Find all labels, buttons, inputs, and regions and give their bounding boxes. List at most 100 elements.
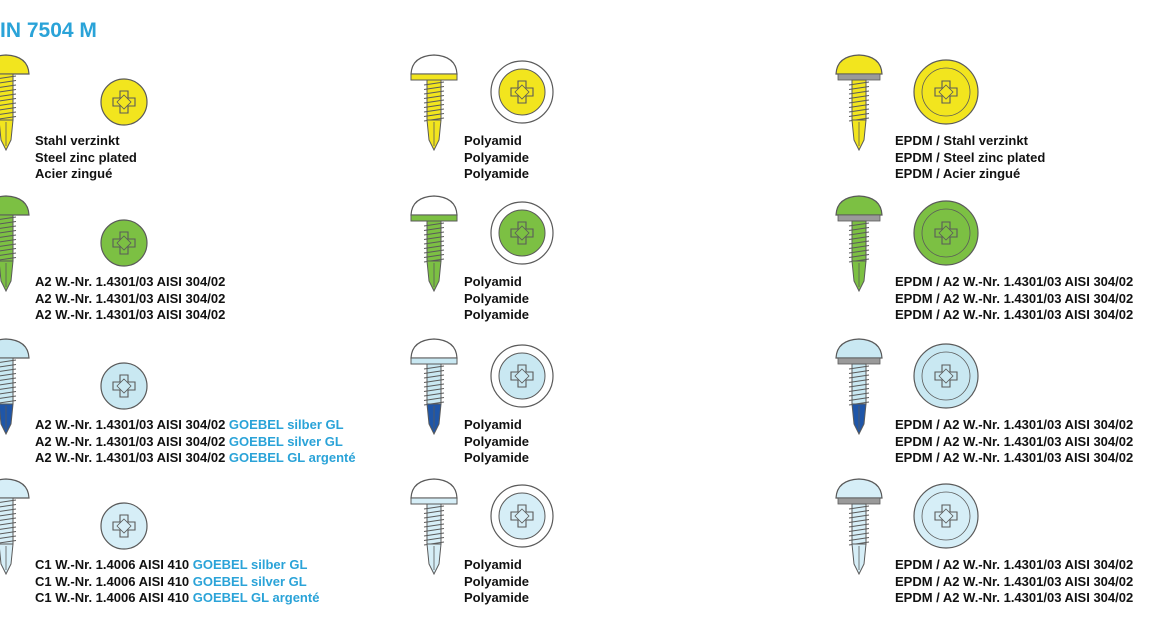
thread-line	[423, 514, 445, 519]
screw-head-band	[410, 357, 458, 365]
caption-line: A2 W.-Nr. 1.4301/03 AISI 304/02 GOEBEL s…	[35, 417, 356, 434]
thread-line	[423, 370, 445, 374]
thread-line	[0, 364, 17, 368]
screw-head-view	[913, 59, 979, 125]
thread-line	[423, 519, 445, 523]
caption-line: Polyamide	[464, 590, 529, 607]
epdm-washer	[837, 73, 881, 81]
caption-line: A2 W.-Nr. 1.4301/03 AISI 304/02 GOEBEL G…	[35, 450, 356, 467]
thread-line	[848, 388, 870, 392]
drill-tip	[0, 260, 14, 293]
screw-head-view	[100, 219, 148, 267]
recess-center	[514, 225, 530, 241]
thread-line	[0, 257, 17, 261]
cross-recess	[112, 231, 136, 255]
thread-line	[423, 81, 445, 86]
cross-recess	[510, 364, 534, 388]
thread-line	[423, 104, 445, 108]
caption-line: Polyamide	[464, 291, 529, 308]
thread-line	[423, 537, 445, 541]
thread-line	[848, 365, 870, 370]
thread-line	[0, 84, 17, 88]
thread-line	[848, 104, 870, 108]
material-text: Polyamide	[464, 450, 530, 465]
thread-line	[423, 365, 445, 370]
thread-line	[0, 230, 17, 234]
thread-line	[423, 113, 445, 117]
material-text: Steel zinc plated	[35, 149, 137, 165]
screw-head-view	[913, 343, 979, 409]
thread-line	[848, 95, 870, 99]
coating-highlight: GOEBEL GL argenté	[192, 590, 320, 605]
material-text: A2 W.-Nr. 1.4301/03 AISI 304/02	[35, 433, 229, 449]
thread-line	[0, 93, 17, 97]
thread-line	[848, 245, 870, 249]
thread-line	[848, 86, 870, 90]
thread-line	[0, 504, 17, 508]
thread-line	[0, 89, 17, 93]
thread-line	[423, 240, 445, 245]
thread-line	[0, 535, 17, 539]
head-disc	[100, 362, 148, 410]
caption-line: EPDM / A2 W.-Nr. 1.4301/03 AISI 304/02	[895, 417, 1133, 434]
thread-line	[848, 374, 870, 379]
thread-line	[423, 374, 445, 379]
cross-recess	[934, 364, 958, 388]
thread-line	[0, 400, 17, 404]
thread-line	[0, 80, 17, 84]
thread-line	[423, 245, 445, 249]
material-text: Polyamide	[464, 149, 530, 165]
recess-center	[116, 378, 132, 394]
head-disc	[498, 209, 546, 257]
head-disc	[913, 343, 979, 409]
screw-cap	[835, 478, 883, 499]
caption-line: Steel zinc plated	[35, 150, 137, 167]
recess-center	[938, 508, 954, 524]
thread-line	[0, 102, 17, 106]
screw-side-view	[410, 54, 458, 152]
material-text: A2 W.-Nr. 1.4301/03 AISI 304/02	[35, 274, 226, 289]
epdm-washer	[837, 357, 881, 365]
thread-line	[848, 532, 870, 537]
caption-line: Polyamide	[464, 574, 529, 591]
thread-line	[0, 522, 17, 526]
thread-line	[848, 240, 870, 245]
thread-line	[423, 249, 445, 254]
material-text: Acier zingué	[35, 166, 113, 181]
screw-head-view	[490, 201, 554, 265]
material-text: Polyamide	[464, 166, 530, 181]
caption-line: Polyamide	[464, 434, 529, 451]
screw-side-view	[0, 195, 30, 293]
thread-line	[0, 225, 17, 229]
caption-line: EPDM / A2 W.-Nr. 1.4301/03 AISI 304/02	[895, 590, 1133, 607]
screw-cap	[410, 478, 458, 499]
caption-line: C1 W.-Nr. 1.4006 AISI 410 GOEBEL silver …	[35, 574, 319, 591]
material-caption: A2 W.-Nr. 1.4301/03 AISI 304/02 GOEBEL s…	[35, 417, 356, 467]
recess-center	[938, 368, 954, 384]
caption-line: Stahl verzinkt	[35, 133, 137, 150]
thread-line	[0, 395, 17, 399]
thread-line	[423, 227, 445, 231]
screw-head-band	[410, 73, 458, 81]
screw-cap	[0, 195, 30, 216]
screw-side-view	[0, 478, 30, 576]
thread-line	[848, 510, 870, 514]
material-text: Polyamid	[464, 557, 522, 572]
thread-line	[848, 392, 870, 397]
caption-line: EPDM / A2 W.-Nr. 1.4301/03 AISI 304/02	[895, 574, 1133, 591]
screw-side-view	[0, 54, 30, 152]
thread-line	[423, 95, 445, 99]
caption-line: Polyamid	[464, 557, 529, 574]
material-text: A2 W.-Nr. 1.4301/03 AISI 304/02	[35, 307, 226, 322]
caption-line: EPDM / A2 W.-Nr. 1.4301/03 AISI 304/02	[895, 450, 1133, 467]
thread-line	[423, 99, 445, 104]
thread-line	[848, 113, 870, 117]
material-caption: C1 W.-Nr. 1.4006 AISI 410 GOEBEL silber …	[35, 557, 319, 607]
thread-line	[0, 377, 17, 381]
screw-head-band	[410, 497, 458, 505]
caption-line: C1 W.-Nr. 1.4006 AISI 410 GOEBEL silber …	[35, 557, 319, 574]
thread-line	[0, 239, 17, 243]
head-disc	[498, 68, 546, 116]
material-text: A2 W.-Nr. 1.4301/03 AISI 304/02	[35, 450, 229, 465]
